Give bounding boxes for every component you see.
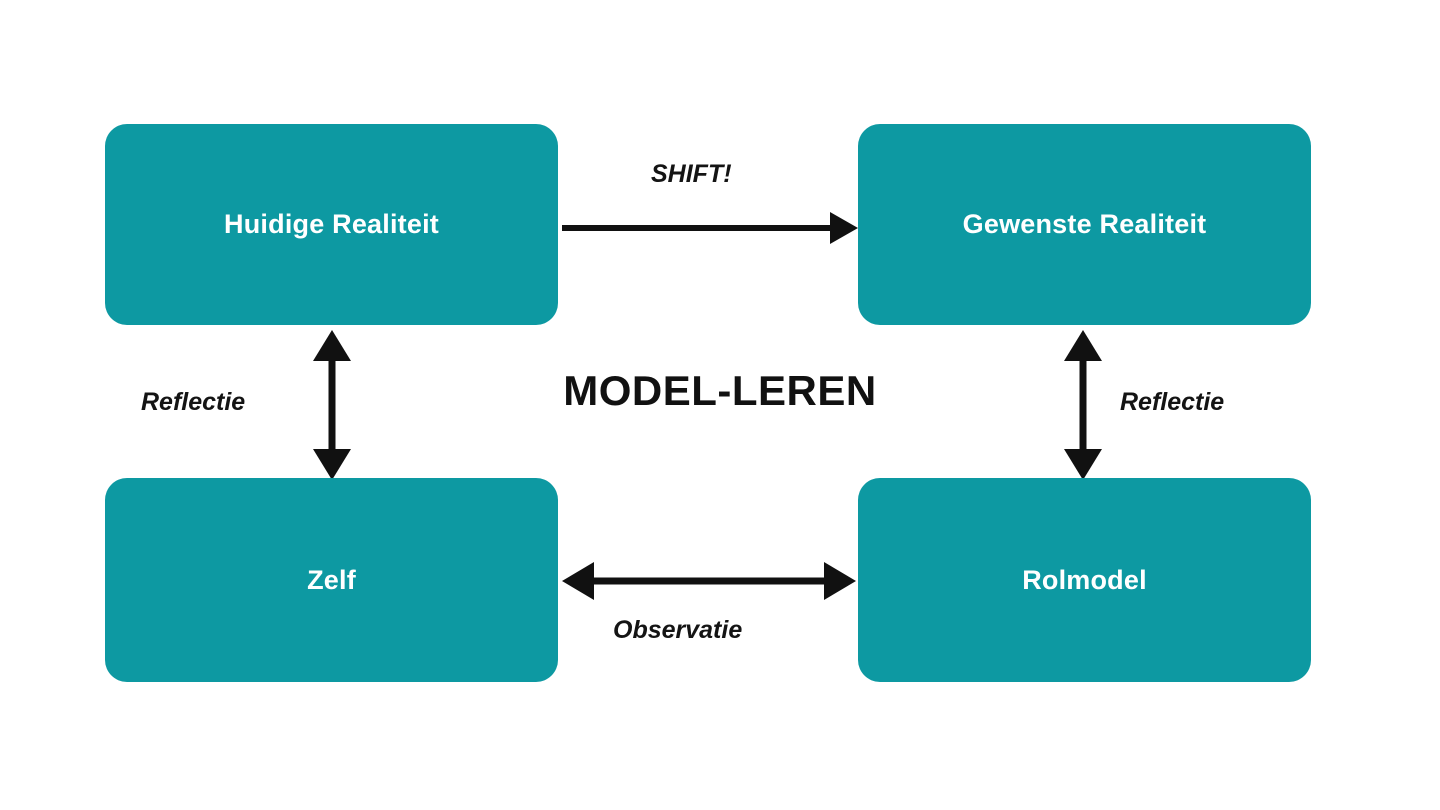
node-label: Huidige Realiteit	[224, 209, 439, 239]
node-rolmodel[interactable]: Rolmodel	[858, 478, 1311, 682]
node-label: Rolmodel	[1022, 564, 1147, 595]
arrow-observatie	[562, 562, 856, 600]
edge-label-reflectie-left: Reflectie	[141, 388, 246, 416]
arrow-shift	[562, 212, 858, 244]
diagram-title: MODEL-LEREN	[563, 367, 877, 414]
node-label: Zelf	[307, 564, 356, 595]
edge-label-shift: SHIFT!	[651, 160, 732, 188]
node-label: Gewenste Realiteit	[962, 209, 1207, 239]
node-gewenste-realiteit[interactable]: Gewenste Realiteit	[858, 124, 1311, 325]
edge-label-observatie: Observatie	[613, 616, 743, 644]
node-zelf[interactable]: Zelf	[105, 478, 558, 682]
node-huidige-realiteit[interactable]: Huidige Realiteit	[105, 124, 558, 325]
edge-label-reflectie-right: Reflectie	[1120, 388, 1225, 416]
